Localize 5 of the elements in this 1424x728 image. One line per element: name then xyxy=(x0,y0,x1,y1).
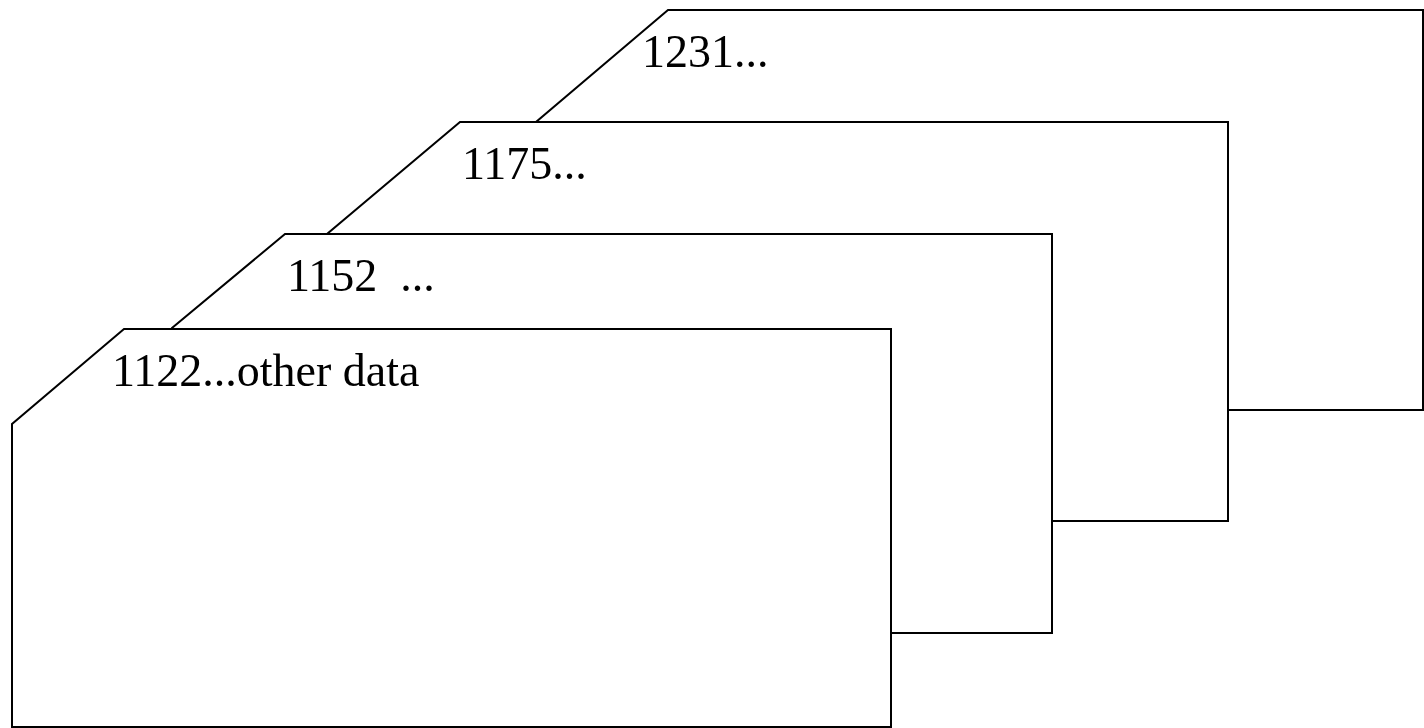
card-label: 1152 ... xyxy=(287,249,435,303)
card-shape xyxy=(12,329,891,727)
card-label: 1122...other data xyxy=(112,344,420,398)
card-label: 1175... xyxy=(462,137,587,191)
card-label: 1231... xyxy=(642,25,769,79)
